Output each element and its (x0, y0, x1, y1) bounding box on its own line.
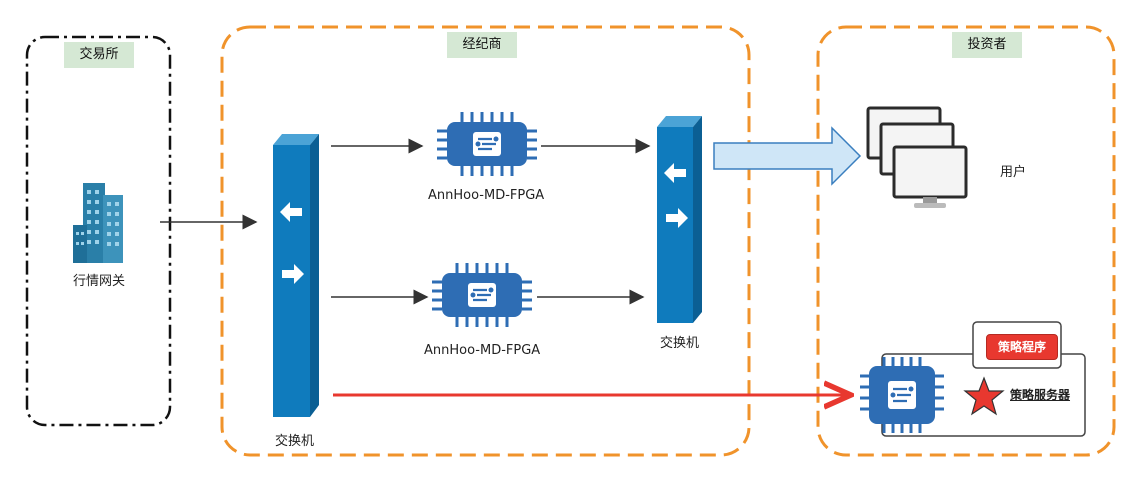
fpga-chip-icon (860, 357, 944, 433)
fpga-top-label: AnnHoo-MD-FPGA (428, 188, 545, 203)
investor-zone (816, 25, 1116, 457)
zone-label-investor: 投资者 (952, 32, 1022, 58)
network-switch-icon (657, 116, 702, 323)
zone-label-broker: 经纪商 (447, 32, 517, 58)
fpga-bottom-label: AnnHoo-MD-FPGA (424, 343, 541, 358)
distribution-block-arrow (713, 126, 862, 186)
star-icon (963, 376, 1005, 416)
users-label: 用户 (1000, 165, 1027, 180)
network-switch-icon (273, 134, 319, 417)
switch-left-label: 交换机 (275, 434, 315, 449)
building-icon (73, 183, 123, 263)
broker-zone (220, 25, 751, 457)
monitor-stack-icon (866, 106, 968, 208)
zone-label-exchange: 交易所 (64, 42, 134, 68)
market-gateway-label: 行情网关 (73, 274, 126, 289)
strategy-program-badge: 策略程序 (986, 334, 1058, 360)
strategy-server-label: 策略服务器 (1010, 388, 1071, 402)
exchange-zone (25, 35, 172, 427)
switch-right-label: 交换机 (660, 336, 700, 351)
fpga-chip-icon (432, 263, 532, 327)
fpga-chip-icon (437, 112, 537, 176)
